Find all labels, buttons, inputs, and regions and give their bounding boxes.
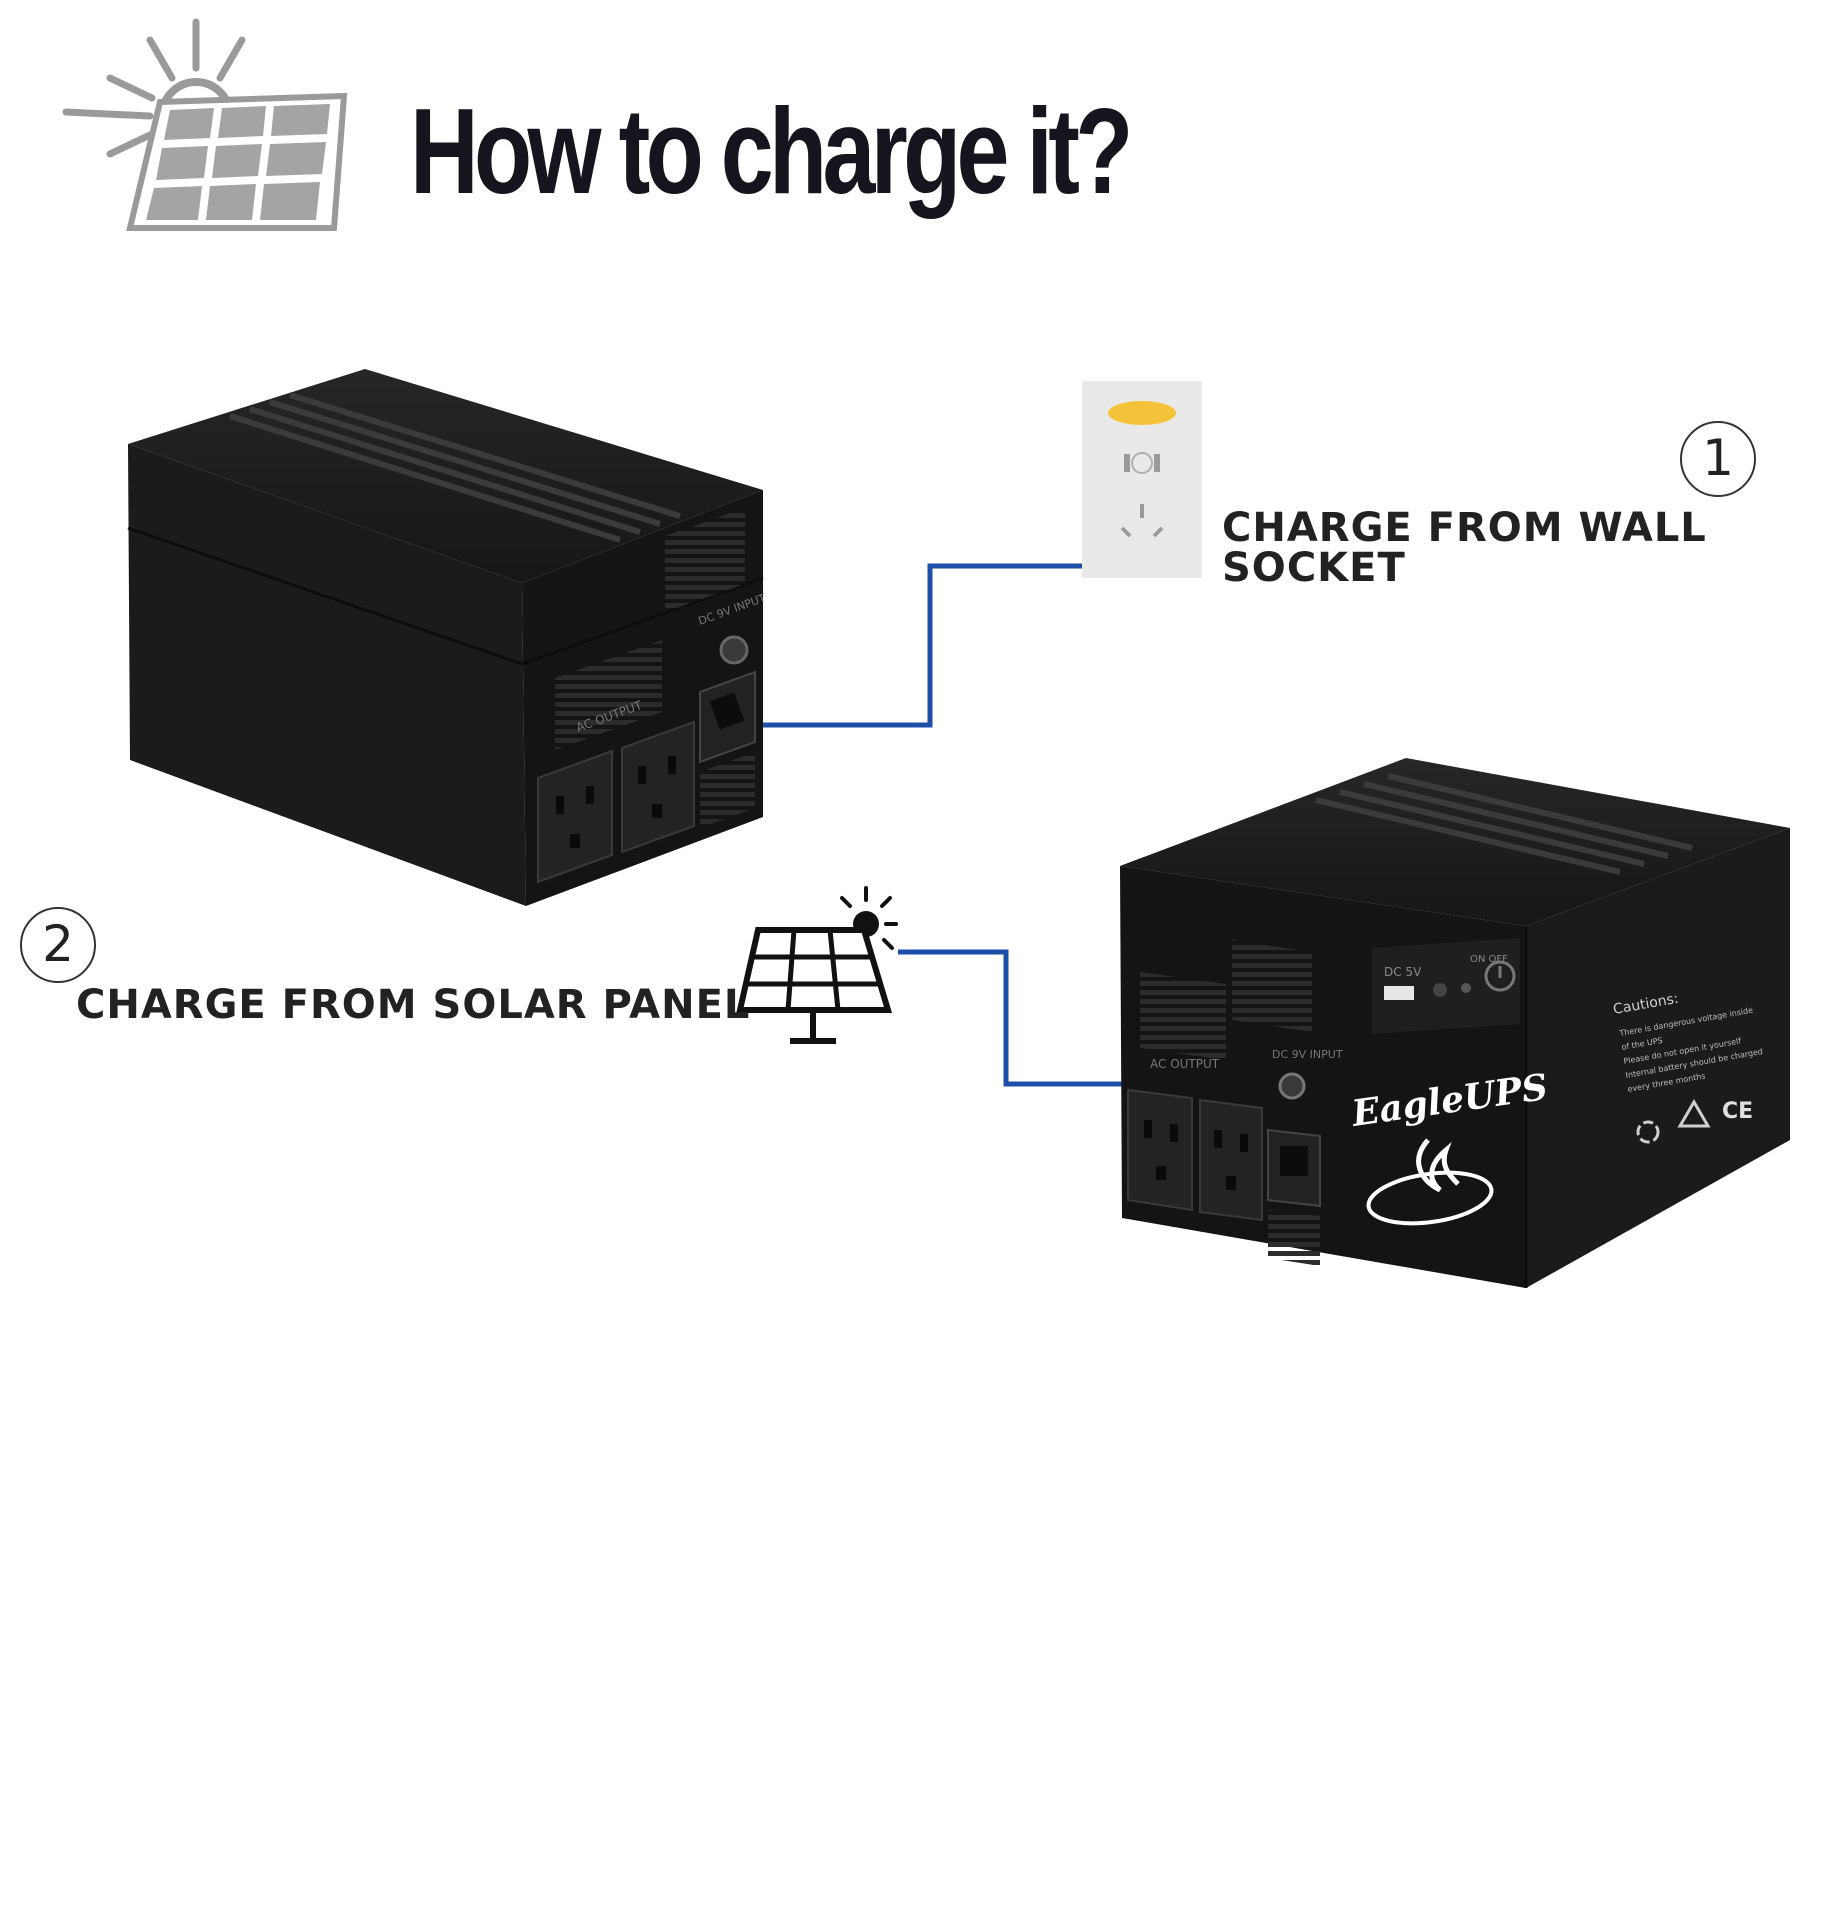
warning-icon xyxy=(1677,1099,1711,1128)
ac-output-label-2: AC OUTPUT xyxy=(1150,1057,1220,1071)
dc-5v-label: DC 5V xyxy=(1384,965,1422,979)
usb-port xyxy=(1384,986,1414,1000)
on-off-label: ON OFF xyxy=(1470,954,1508,965)
wall-socket-cable xyxy=(763,563,1090,728)
option-number-2: 2 xyxy=(20,907,96,983)
ups-device-rear: DC 9V INPUT AC OUTPUT xyxy=(127,369,768,906)
page-title: How to charge it? xyxy=(410,83,1133,219)
ups-device-front: DC 5V ON OFF DC 9V INPUT AC OUTPUT Eagle… xyxy=(1120,758,1790,1288)
option-number-1: 1 xyxy=(1680,421,1756,497)
solar-panel-icon xyxy=(736,886,898,1044)
wall-socket-caption-line-1: CHARGE FROM WALL xyxy=(1222,505,1707,551)
ce-mark: CE xyxy=(1722,1099,1753,1124)
power-button xyxy=(1484,960,1516,992)
recycle-icon xyxy=(1636,1120,1660,1144)
brand-flame-logo-icon xyxy=(1366,1138,1494,1226)
solar-panel-sun-logo-icon xyxy=(62,18,348,231)
dc-input-label-2: DC 9V INPUT xyxy=(1272,1048,1343,1061)
solar-panel-caption: CHARGE FROM SOLAR PANEL xyxy=(76,982,751,1028)
wall-socket-caption-line-2: SOCKET xyxy=(1222,545,1406,591)
wall-socket-caption: CHARGE FROM WALL SOCKET xyxy=(1222,508,1707,588)
wall-socket-icon xyxy=(1082,381,1202,578)
